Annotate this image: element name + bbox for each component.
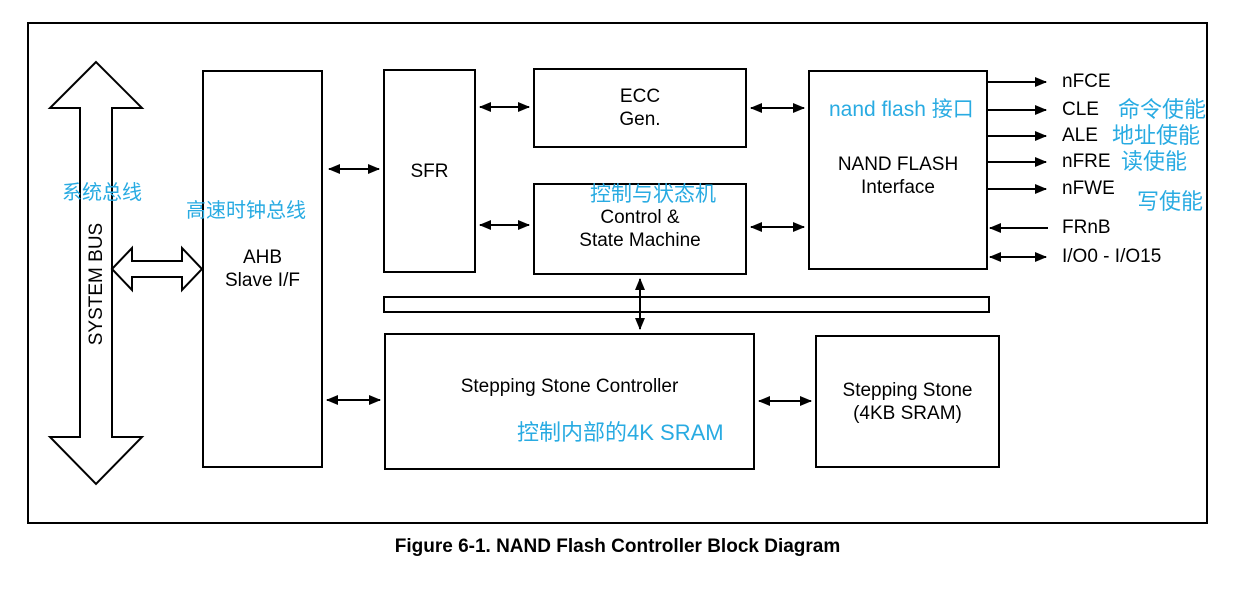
figure-caption: Figure 6-1. NAND Flash Controller Block … [394,536,841,557]
block-nand-flash-interface: NAND FLASH Interface [808,70,988,270]
annotation-ahb-cn: 高速时钟总线 [186,200,306,222]
annotation-system-bus-cn: 系统总线 [62,182,142,204]
annotation-nandif-cn: nand flash 接口 [829,98,974,121]
annotation-nfwe-cn: 写使能 [1137,189,1204,214]
signal-label-nfre: nFRE [1062,151,1111,172]
block-nand-flash-interface-label: NAND FLASH Interface [837,154,959,198]
annotation-control-cn: 控制与状态机 [590,183,716,206]
block-stepping-stone-sram-label: Stepping Stone (4KB SRAM) [842,379,973,424]
block-control-state-machine-label: Control & State Machine [579,207,701,251]
block-ecc-gen-label: ECC Gen. [619,86,661,130]
block-ecc-gen: ECC Gen. [533,68,747,148]
system-bus-label: SYSTEM BUS [86,222,107,346]
signal-label-io: I/O0 - I/O15 [1062,246,1162,267]
signal-label-cle: CLE [1062,99,1099,120]
annotation-ssc-cn: 控制内部的4K SRAM [517,420,724,445]
block-sfr: SFR [383,69,476,273]
internal-bus-bar [383,296,990,313]
signal-label-nfwe: nFWE [1062,178,1115,199]
signal-label-frnb: FRnB [1062,217,1111,238]
annotation-nfre-cn: 读使能 [1121,149,1188,174]
block-stepping-stone-sram: Stepping Stone (4KB SRAM) [815,335,1000,468]
block-ahb-slave-if: AHB Slave I/F [202,70,323,468]
block-control-state-machine: Control & State Machine [533,183,747,275]
annotation-ale-cn: 地址使能 [1112,123,1201,148]
block-sfr-label: SFR [410,160,449,182]
block-ahb-slave-if-label: AHB Slave I/F [225,247,300,291]
signal-label-nfce: nFCE [1062,71,1111,92]
block-stepping-stone-controller: Stepping Stone Controller [384,333,755,470]
annotation-cle-cn: 命令使能 [1118,97,1207,122]
signal-label-ale: ALE [1062,125,1098,146]
block-stepping-stone-controller-label: Stepping Stone Controller [460,376,679,397]
